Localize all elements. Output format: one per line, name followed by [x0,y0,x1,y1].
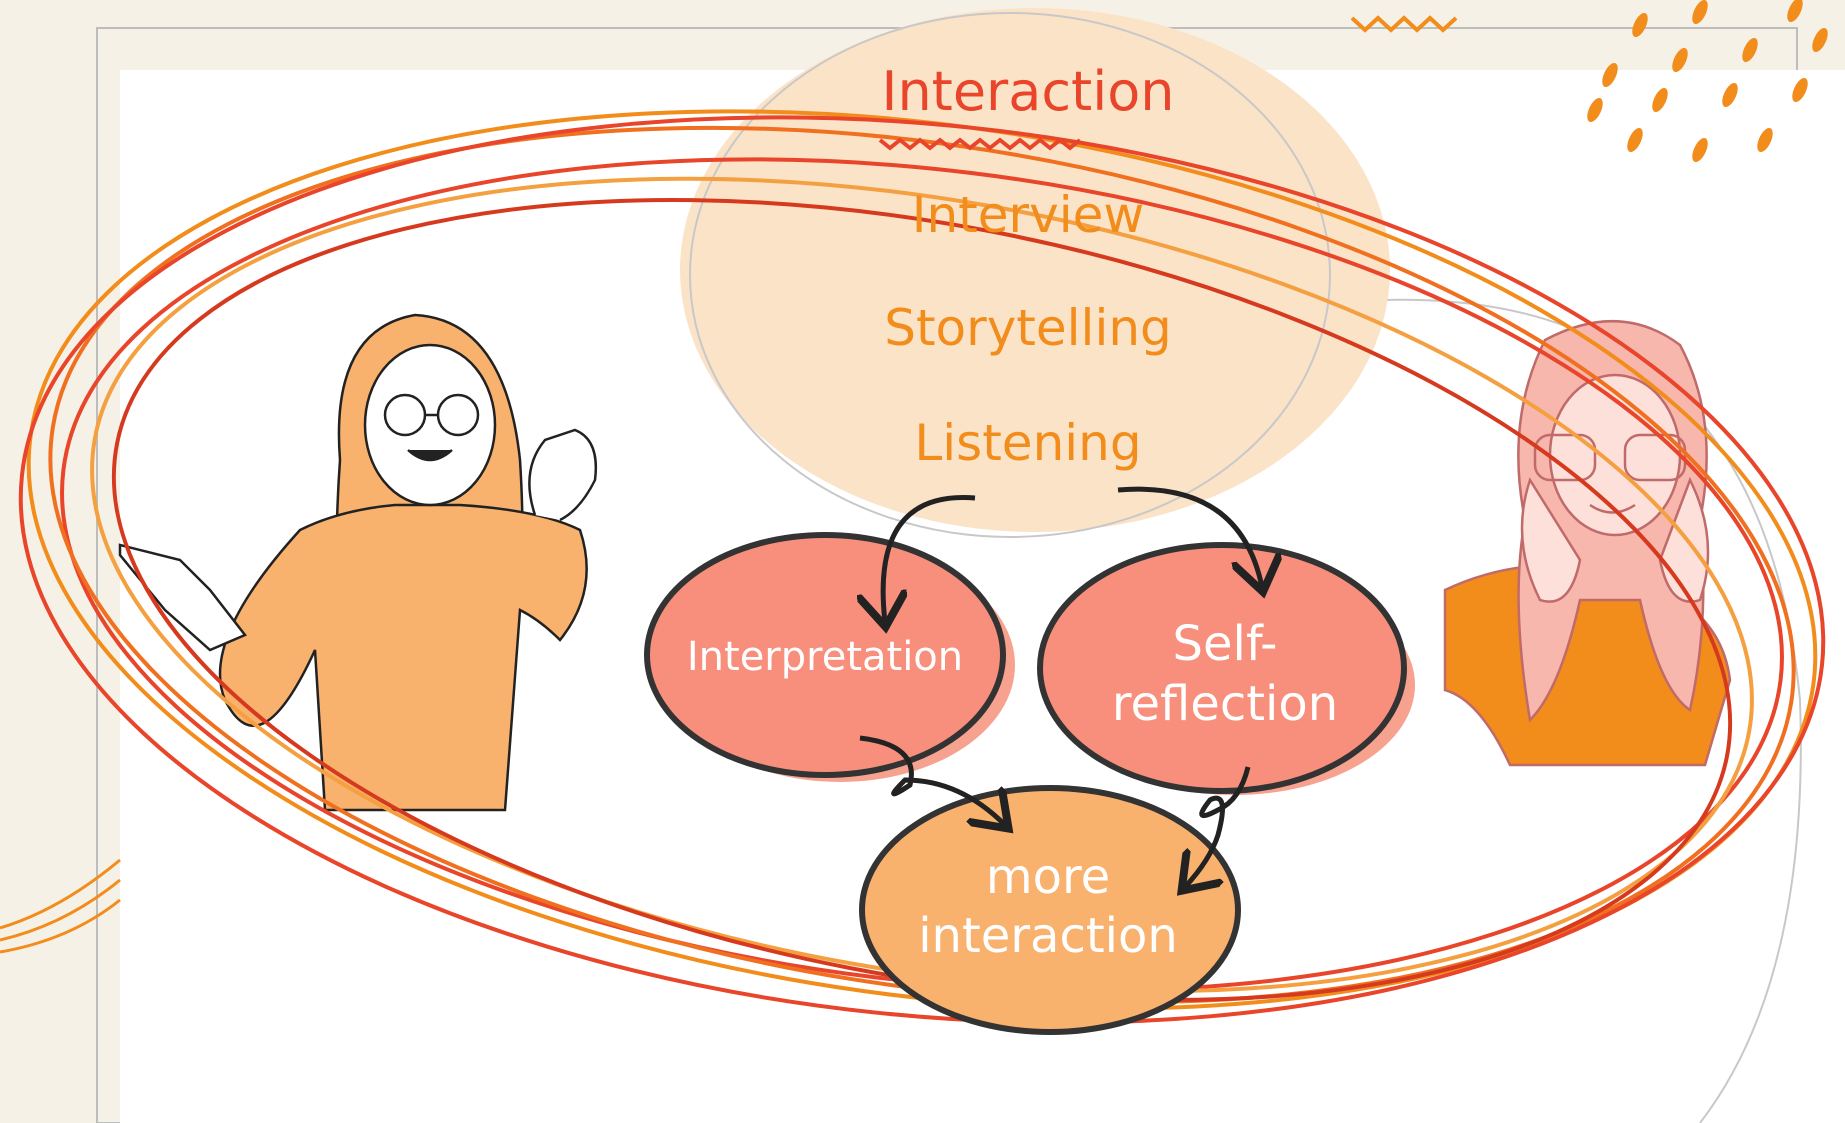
more-interaction-node [859,785,1241,1035]
activity-storytelling: Storytelling [884,299,1172,357]
self-reflection-label-1: Self- [1173,616,1278,672]
arrow-self-reflection-to-more-interaction [1185,766,1251,887]
more-interaction-label-2: interaction [918,908,1178,964]
woman-right-illustration [1443,319,1732,767]
arrow-listening-to-interpretation [883,495,976,622]
activity-listening: Listening [914,414,1141,472]
self-reflection-node [1037,542,1407,794]
wavy-lines-decoration [0,858,121,954]
activities-bubble-outline [689,12,1331,538]
activity-interview: Interview [912,186,1145,244]
arrow-listening-to-self-reflection [1117,486,1262,587]
interpretation-label: Interpretation [687,634,963,680]
zigzag-decoration [1350,15,1458,33]
arrow-interpretation-to-more-interaction [859,735,1005,825]
self-reflection-label-2: reflection [1112,676,1338,732]
title-squiggle [878,137,1082,151]
orbit-rings [18,109,1826,1025]
more-interaction-label-1: more [986,849,1110,905]
woman-left-illustration [118,313,598,812]
interpretation-node [644,532,1006,778]
activities-bubble [680,8,1390,532]
drops-decoration [1587,0,1828,163]
diagram-title: Interaction [882,60,1175,123]
